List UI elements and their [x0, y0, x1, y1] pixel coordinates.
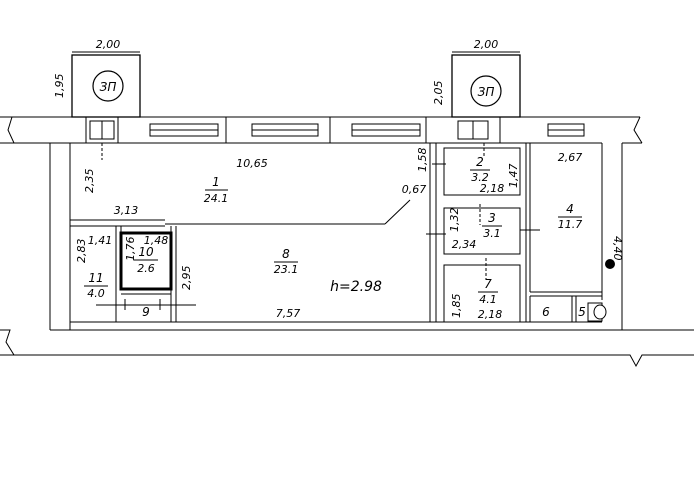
svg-text:3: 3	[488, 211, 496, 225]
svg-text:1,85: 1,85	[450, 294, 463, 319]
bottom-right-edge	[620, 329, 694, 368]
svg-text:8: 8	[282, 247, 290, 261]
room-5-label: 5	[578, 305, 586, 319]
svg-text:10: 10	[138, 245, 154, 259]
svg-text:1,48: 1,48	[144, 234, 169, 247]
svg-text:10,65: 10,65	[236, 157, 268, 170]
svg-text:3.2: 3.2	[471, 171, 489, 184]
svg-text:2,18: 2,18	[478, 308, 503, 321]
dimension-labels: 10,65 2,35 3,13 0,67 1,58 1,47 2,18 1,32…	[75, 148, 624, 322]
svg-text:4: 4	[566, 202, 574, 216]
svg-text:3.1: 3.1	[483, 227, 501, 240]
room-6-label: 6	[542, 305, 550, 319]
shaft-right: ЗП 2,00 2,05	[432, 38, 521, 118]
svg-text:11.7: 11.7	[558, 218, 583, 231]
svg-text:1,47: 1,47	[507, 164, 520, 189]
svg-text:0,67: 0,67	[402, 183, 427, 196]
break-mark-bottom-left	[0, 329, 15, 356]
room-1-label: 1 24.1	[204, 175, 229, 205]
svg-text:2,83: 2,83	[75, 239, 88, 264]
svg-text:1,32: 1,32	[448, 208, 461, 233]
interior-walls	[70, 143, 615, 323]
room-9-label: 9	[142, 305, 150, 319]
room-11-label: 11 4.0	[84, 271, 108, 300]
svg-text:2: 2	[476, 155, 484, 169]
break-mark-top-left	[0, 116, 15, 144]
svg-text:2,67: 2,67	[558, 151, 583, 164]
room-2-label: 2 3.2	[470, 155, 490, 184]
svg-text:7: 7	[484, 277, 492, 291]
room-7-label: 7 4.1	[478, 277, 498, 306]
shaft-left-width: 2,00	[96, 38, 121, 51]
dimension-lines	[96, 143, 577, 322]
svg-text:3,13: 3,13	[114, 204, 139, 217]
room-8-label: 8 23.1	[274, 247, 299, 276]
svg-text:1,76: 1,76	[124, 237, 137, 262]
room-3-label: 3 3.1	[482, 211, 502, 240]
shaft-left-height: 1,95	[53, 74, 66, 99]
ceiling-height-note: h=2.98	[330, 279, 382, 295]
svg-text:7,57: 7,57	[276, 307, 301, 320]
svg-text:1,41: 1,41	[88, 234, 113, 247]
room-4-label: 4 11.7	[558, 202, 583, 231]
shaft-left: ЗП 2,00 1,95	[53, 38, 141, 118]
svg-text:4.1: 4.1	[479, 293, 497, 306]
break-mark-top-right	[633, 116, 643, 144]
svg-text:23.1: 23.1	[274, 263, 299, 276]
shaft-left-label: ЗП	[100, 80, 117, 94]
svg-text:2,95: 2,95	[180, 266, 193, 291]
shaft-right-label: ЗП	[478, 85, 495, 99]
svg-text:24.1: 24.1	[204, 192, 229, 205]
shaft-right-width: 2,00	[474, 38, 499, 51]
svg-text:2,34: 2,34	[452, 238, 477, 251]
svg-text:11: 11	[88, 271, 103, 285]
svg-text:4.0: 4.0	[87, 287, 105, 300]
svg-text:4,40: 4,40	[611, 236, 624, 261]
svg-text:2,18: 2,18	[480, 182, 505, 195]
svg-text:2,35: 2,35	[83, 169, 96, 194]
svg-text:1,58: 1,58	[416, 148, 429, 173]
svg-text:1: 1	[212, 175, 220, 189]
windows	[85, 117, 585, 143]
svg-text:2.6: 2.6	[137, 262, 155, 275]
room-10-label: 10 2.6	[134, 245, 158, 275]
shaft-right-height: 2,05	[432, 81, 445, 106]
